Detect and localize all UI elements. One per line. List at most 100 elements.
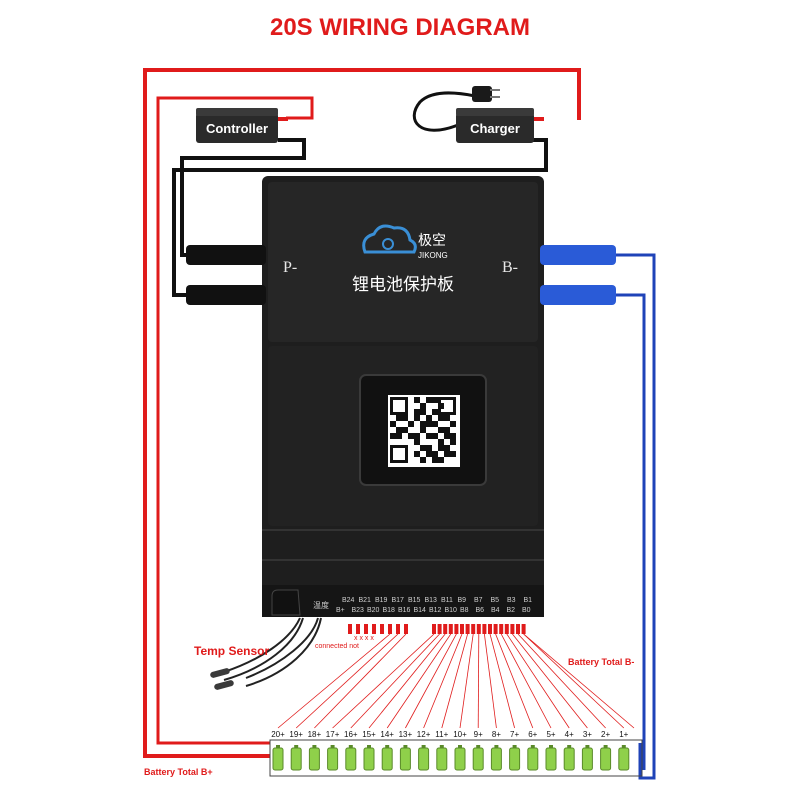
sense-wire-b0 (523, 633, 635, 729)
qr-module (432, 421, 438, 427)
qr-module (414, 409, 420, 415)
battery-plus-wire (143, 68, 581, 758)
pin-label: B6 (476, 607, 485, 614)
brand-cn: 极空 (418, 232, 446, 248)
battery-cell-icon (600, 747, 612, 771)
qr-module (438, 439, 444, 445)
cell-label: 3+ (583, 730, 592, 739)
product-name-cn: 锂电池保护板 (352, 275, 454, 294)
pin-label: B14 (414, 607, 427, 614)
charger-label: Charger (470, 121, 520, 136)
pin-label: B24 (342, 597, 355, 604)
cell-label: 13+ (399, 730, 413, 739)
connector-pin (516, 624, 520, 634)
sense-wire (386, 633, 452, 729)
battery-terminal (348, 745, 353, 748)
battery-cell-icon (399, 747, 411, 771)
battery-cell-icon (509, 747, 521, 771)
pin-label: B4 (491, 607, 500, 614)
sense-connector (348, 624, 526, 634)
b-minus-cable-lower (540, 285, 616, 305)
battery-cell-icon (436, 747, 448, 771)
qr-module (432, 451, 438, 457)
pin-label: B0 (522, 607, 531, 614)
battery-terminal (367, 745, 371, 748)
battery-terminal (603, 745, 608, 748)
sense-wire (332, 633, 435, 729)
qr-module (450, 439, 456, 445)
pin-label: B+ (336, 607, 345, 614)
qr-module (414, 397, 420, 403)
diagram-title: 20S WIRING DIAGRAM (269, 14, 530, 41)
qr-module (444, 451, 450, 457)
connector-pin (510, 624, 515, 634)
qr-module (450, 421, 456, 427)
battery-terminal (421, 745, 426, 748)
pin-label: B16 (398, 607, 411, 614)
charger-ac-cable (412, 91, 476, 132)
qr-module (438, 415, 444, 421)
connector-pin (348, 624, 352, 634)
battery-terminal (403, 745, 408, 748)
battery-pack-outline (269, 739, 643, 777)
controller-plus-wire (156, 96, 314, 745)
qr-module (414, 439, 420, 445)
battery-cell-icon (563, 747, 575, 771)
battery-cell-icon (327, 747, 339, 771)
battery-cell-icon (545, 747, 557, 771)
battery-terminal (549, 745, 553, 748)
controller-box: Controller (196, 108, 288, 143)
pin-label: B17 (392, 597, 405, 604)
sense-wire (459, 633, 474, 729)
connector-pin (499, 624, 504, 634)
pin-label: B20 (367, 607, 380, 614)
battery-terminal (585, 745, 590, 748)
qr-module (438, 427, 444, 433)
sense-wire (405, 633, 457, 729)
qr-module (390, 433, 396, 439)
cell-label: 11+ (435, 730, 448, 739)
sense-wire (423, 633, 463, 729)
qr-module (432, 409, 438, 415)
connector-pin (356, 624, 360, 634)
qr-module (432, 433, 438, 439)
connector-pin (432, 624, 436, 634)
qr-module (438, 457, 444, 463)
battery-total-bplus-label: Battery Total B+ (144, 767, 213, 777)
pin-label: B11 (441, 597, 453, 604)
pin-label: B2 (507, 607, 516, 614)
sense-wire (517, 633, 606, 729)
qr-module (426, 397, 432, 403)
sense-wire (350, 633, 440, 729)
qr-finder-inner (393, 448, 405, 460)
b-minus-label: B- (502, 259, 518, 276)
connector-pin (388, 624, 392, 634)
cell-label: 4+ (565, 730, 574, 739)
brand-en: JIKONG (418, 251, 448, 260)
cell-label: 15+ (362, 730, 376, 739)
battery-terminal (530, 745, 535, 748)
qr-module (402, 415, 408, 421)
cell-label: 2+ (601, 730, 610, 739)
qr-module (402, 427, 408, 433)
sense-wire (500, 633, 552, 729)
battery-cell-icon (308, 747, 320, 771)
pin-label: B10 (445, 607, 458, 614)
connector-pin (488, 624, 492, 634)
qr-code-panel (359, 374, 487, 486)
cell-label: 18+ (308, 730, 322, 739)
pin-label: B12 (429, 607, 442, 614)
temp-connector (271, 589, 301, 616)
cloud-logo-icon (362, 224, 417, 254)
battery-terminal (276, 745, 280, 748)
cell-label: 19+ (289, 730, 303, 739)
pin-label: B21 (359, 597, 372, 604)
qr-code-icon (390, 397, 456, 463)
battery-cell-icon (490, 747, 502, 771)
qr-module (420, 409, 426, 415)
cell-label: 8+ (492, 730, 501, 739)
pin-label: B1 (524, 597, 533, 604)
battery-terminal (385, 745, 390, 748)
qr-module (444, 445, 450, 451)
battery-cell-icon (363, 747, 375, 771)
